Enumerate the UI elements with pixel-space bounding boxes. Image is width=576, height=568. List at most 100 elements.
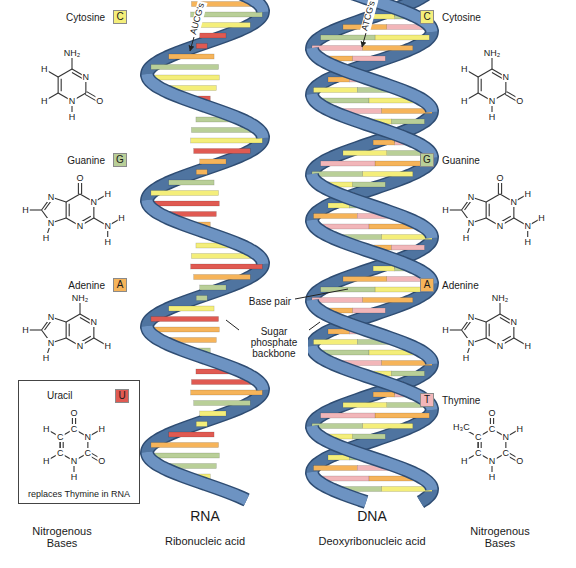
atom-label: N — [47, 192, 56, 202]
strand-front — [147, 0, 432, 502]
atom-label: H — [68, 112, 77, 122]
node-heading: A — [117, 279, 124, 290]
base-pair-bar — [343, 277, 387, 282]
atom-label: H — [42, 456, 51, 466]
base-pair-bar — [314, 214, 358, 219]
backbone-edge — [238, 0, 263, 12]
node-heading: T — [424, 394, 430, 405]
atom-label: N — [70, 456, 79, 466]
atom-label: N — [510, 317, 519, 327]
atom-label: C — [56, 432, 65, 442]
atom-label: C — [502, 448, 511, 458]
atom-label: C — [70, 424, 79, 434]
atom-label: H — [21, 325, 30, 335]
atom-label: N — [90, 197, 99, 207]
sugar-phosphate-backbone — [312, 346, 432, 410]
chemical-bond — [66, 194, 80, 202]
atom-label: H — [460, 96, 469, 106]
rna-base-bar — [196, 422, 207, 427]
rna-base-bar — [194, 275, 251, 280]
base-pair-bar — [373, 14, 394, 19]
chemical-bond — [478, 77, 479, 93]
rna-base-bar — [200, 159, 226, 164]
atom-label: H — [97, 424, 106, 434]
text-label: Adenine — [66, 280, 107, 291]
atom-label: C — [488, 424, 497, 434]
rna-base-bar — [191, 264, 263, 269]
base-letter-box: G — [420, 153, 434, 167]
base-pair-bar — [362, 46, 412, 51]
leader-line — [295, 289, 348, 299]
atom-label: NH₂ — [483, 48, 502, 58]
backbone-edge — [312, 472, 366, 502]
chemical-bond — [61, 79, 62, 91]
base-pair-bar — [352, 56, 385, 61]
sugar-phosphate-backbone — [312, 174, 432, 238]
base-pair-bar — [343, 403, 387, 408]
atom-label: C — [56, 448, 65, 458]
chemical-bond — [478, 69, 492, 77]
backbone-edge — [312, 426, 432, 490]
rna-base-bar — [151, 191, 219, 196]
backbone-edge — [312, 300, 432, 364]
text-label: Thymine — [440, 395, 482, 406]
leader-line — [226, 320, 239, 330]
atom-label: O — [69, 408, 78, 418]
rna-base-bar — [169, 180, 214, 185]
chemical-bond — [69, 204, 70, 216]
text-label: Deoxyribonucleic acid — [317, 535, 428, 547]
atom-label: O — [515, 456, 524, 466]
node-heading: G — [116, 154, 124, 165]
atom-label: N — [467, 312, 476, 322]
sugar-phosphate-backbone — [147, 136, 263, 202]
atom-label: N — [47, 218, 56, 228]
backbone-edge — [147, 452, 247, 500]
chemical-bond — [69, 324, 70, 336]
chemical-bond — [66, 202, 67, 218]
atom-label: N — [82, 72, 91, 82]
atom-label: H — [103, 189, 112, 199]
chemical-bond — [58, 69, 72, 77]
base-pair-bar — [343, 151, 387, 156]
text-label: Base pair — [247, 296, 293, 307]
sugar-phosphate-backbone — [312, 300, 432, 364]
atom-label: H — [441, 325, 450, 335]
chemical-bond — [486, 194, 500, 202]
atom-label: N — [467, 192, 476, 202]
text-label: DNA — [355, 509, 389, 524]
base-letter-box: T — [420, 393, 434, 407]
atom-label: H — [462, 233, 471, 243]
backbone-edge — [312, 48, 432, 112]
rna-base-bar — [151, 65, 219, 70]
atom-label: N — [47, 312, 56, 322]
chemical-bond — [486, 202, 487, 218]
atom-label: N — [488, 456, 497, 466]
backbone-edge — [147, 74, 263, 138]
atom-label: N — [68, 96, 77, 106]
text-label: Sugar phosphate backbone — [240, 326, 308, 359]
atom-label: NH₂ — [491, 293, 510, 303]
base-letter-box: C — [113, 10, 127, 24]
base-letter-box: A — [420, 278, 434, 292]
atom-label: H — [488, 472, 497, 482]
inset-box: Uracilreplaces Thymine in RNAU — [18, 380, 140, 504]
rna-base-bar — [200, 33, 226, 38]
atom-label: H — [42, 353, 51, 363]
leader-line — [309, 322, 320, 330]
base-pair-bar — [392, 119, 425, 124]
base-pair-bar — [392, 245, 425, 250]
atom-label: H — [523, 237, 532, 247]
rna-base-bar — [191, 138, 263, 143]
node-note: replaces Thymine in RNA — [19, 489, 139, 500]
sugar-phosphate-backbone — [312, 472, 366, 502]
chemical-bond — [58, 77, 59, 93]
text-label: Nitrogenous Bases — [17, 525, 107, 549]
atom-label: H — [42, 424, 51, 434]
atom-label: N — [76, 221, 85, 231]
chemical-bond — [66, 322, 67, 338]
node-heading: A — [424, 279, 431, 290]
sugar-phosphate-backbone — [238, 0, 263, 12]
atom-label: H — [103, 237, 112, 247]
sugar-phosphate-backbone — [312, 94, 432, 158]
rna-base-bar — [194, 23, 251, 28]
